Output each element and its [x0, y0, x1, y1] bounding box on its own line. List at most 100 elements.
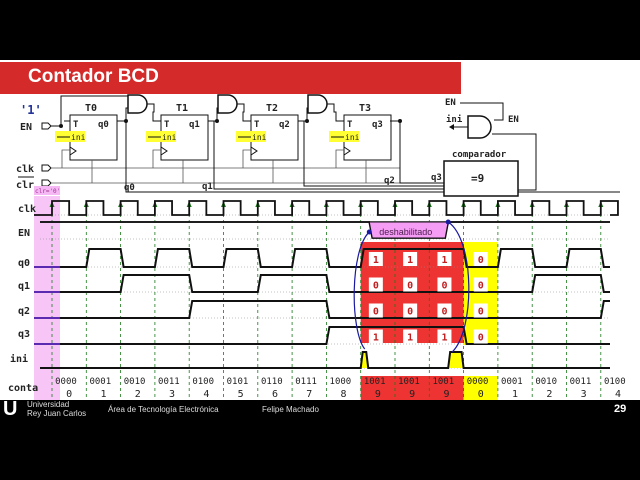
waveform-ini: [40, 351, 610, 369]
clk-input-label: clk: [16, 164, 34, 175]
waveform-q0: [40, 248, 610, 268]
bus-label-q2: q2: [384, 176, 395, 186]
and-to-t-wire: [327, 103, 344, 122]
flipflop-name: T3: [359, 103, 371, 114]
count-binary: 0111: [295, 377, 317, 387]
bit-box: [473, 277, 488, 292]
ini-input-label: ini: [162, 133, 177, 142]
q-to-and-wire: [216, 107, 218, 121]
ini-gate-en2-label: EN: [508, 115, 519, 125]
count-decimal: 2: [135, 389, 141, 400]
count-decimal: 9: [375, 389, 381, 400]
and-to-t-wire: [237, 103, 251, 122]
count-decimal: 3: [169, 389, 175, 400]
count-binary: 0100: [192, 377, 214, 387]
bit-value-q3: 1: [373, 333, 379, 344]
bit-value-q0: 1: [407, 255, 413, 266]
count-decimal: 0: [478, 389, 484, 400]
bit-box: [368, 329, 383, 344]
ini-input-label: ini: [71, 133, 86, 142]
count-binary: 1001: [364, 377, 386, 387]
bit-value-q0: 1: [441, 255, 447, 266]
bit-box: [368, 277, 383, 292]
ini-input-label: ini: [345, 133, 360, 142]
clk-branch: [152, 149, 161, 168]
disabled-label: deshabilitado: [379, 227, 432, 237]
clock-input-icon: [250, 146, 258, 156]
bus-label-q3: q3: [431, 173, 442, 183]
ini-gate-en-label: EN: [445, 98, 456, 108]
clk-pin-icon: [41, 164, 52, 172]
footer: U Universidad Rey Juan Carlos Área de Te…: [0, 398, 640, 420]
count-binary: 1001: [398, 377, 420, 387]
ini-and-gate-icon: [467, 115, 492, 139]
bit-box: [437, 252, 452, 266]
flipflop-name: T2: [266, 103, 278, 114]
bit-value-q3: 1: [441, 333, 447, 344]
clr-input-label: clr: [16, 180, 34, 191]
and-gate-icon: [307, 94, 328, 114]
bit-value-q2: 0: [441, 307, 447, 318]
t-input-label: T: [347, 120, 353, 130]
bit-value-q1: 0: [373, 281, 379, 292]
comparator-text: =9: [471, 172, 484, 185]
q-output-label: q2: [279, 120, 290, 130]
count-binary: 0110: [261, 377, 283, 387]
signal-label-ini: ini: [10, 353, 28, 365]
count-binary: 0100: [604, 377, 626, 387]
university-logo: U: [3, 398, 18, 420]
bit-box: [437, 277, 452, 292]
clr-note-box: [34, 186, 60, 195]
count-decimal: 4: [203, 389, 209, 400]
and-gate-icon: [217, 94, 238, 114]
university-name-line2: Rey Juan Carlos: [27, 409, 87, 418]
flipflop-name: T0: [85, 103, 97, 114]
signal-label-q3: q3: [18, 329, 30, 340]
ini-pulse-fill: [361, 352, 368, 368]
bit-box: [403, 329, 418, 344]
bit-value-q2: 0: [407, 307, 413, 318]
bit-value-q1: 0: [407, 281, 413, 292]
count-decimal: 3: [581, 389, 587, 400]
arrow-left-icon: [449, 124, 454, 130]
ini-pulse-fill: [449, 352, 463, 368]
comparator-to-gate-wire: [492, 133, 537, 191]
wire-junction: [59, 124, 63, 128]
waveform-q3: [40, 326, 610, 345]
count-decimal: 4: [615, 389, 621, 400]
q-output-label: q3: [372, 120, 383, 130]
count-label: conta: [8, 383, 38, 394]
ini-gate-out-label: ini: [446, 114, 463, 125]
waveform-en: [40, 221, 610, 239]
signal-label-en: EN: [18, 228, 30, 239]
hold-count-region: [360, 376, 464, 400]
bit-box: [403, 277, 418, 292]
count-binary: 0011: [158, 377, 180, 387]
bit-box: [403, 252, 418, 266]
count-binary: 0000: [55, 377, 77, 387]
en-pin-icon: [41, 122, 52, 130]
bit-value-q2: 0: [478, 307, 484, 318]
university-name-line1: Universidad: [27, 400, 70, 409]
count-decimal: 1: [100, 389, 106, 400]
comparator-box: [443, 160, 519, 197]
t-input-label: T: [164, 120, 170, 130]
bus-label-q1: q1: [202, 182, 213, 192]
q2-bus: [303, 121, 444, 187]
t-input-label: T: [254, 120, 260, 130]
count-binary: 0010: [535, 377, 557, 387]
en-wire: [51, 95, 128, 127]
const-one-label: '1': [20, 103, 42, 117]
clr-pin-icon: [41, 179, 52, 187]
q3-bus: [390, 120, 444, 184]
count-decimal: 1: [512, 389, 518, 400]
count-decimal: 6: [272, 389, 278, 400]
department: Área de Tecnología Electrónica: [108, 405, 219, 414]
signal-label-clk: clk: [18, 204, 36, 215]
count-decimal: 2: [546, 389, 552, 400]
waveform-q1: [40, 274, 610, 293]
count-binary: 0011: [570, 377, 592, 387]
q-output-label: q1: [189, 120, 200, 130]
bit-box: [403, 303, 418, 318]
